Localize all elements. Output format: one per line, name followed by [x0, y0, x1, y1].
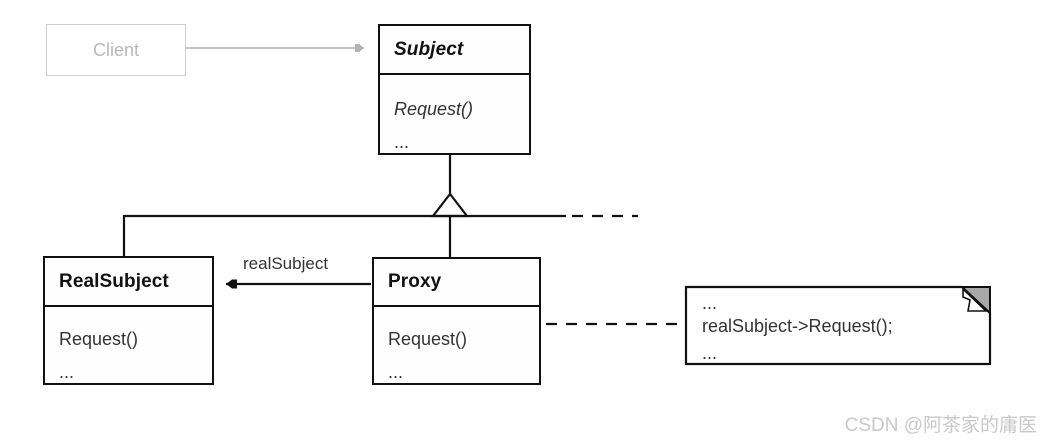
operation-item: ...: [394, 132, 410, 152]
edge-label-realsubject: realSubject: [243, 254, 329, 273]
csdn-watermark: CSDN @阿茶家的庸医: [844, 415, 1037, 436]
class-name-client: Client: [92, 39, 140, 60]
class-operations-compartment-subject: Request() ...: [380, 75, 529, 153]
class-box-realsubject[interactable]: RealSubject Request() ...: [43, 256, 214, 385]
class-name-proxy: Proxy: [388, 271, 442, 292]
operation-item: ...: [388, 362, 404, 382]
edge-generalization-subject-stem: [430, 155, 470, 218]
note-line: ...: [702, 343, 718, 363]
operation-item: Request(): [394, 99, 474, 119]
note-line: realSubject->Request();: [702, 316, 893, 336]
class-box-subject[interactable]: Subject Request() ...: [378, 24, 531, 155]
class-name-subject: Subject: [394, 38, 464, 60]
class-name-realsubject: RealSubject: [59, 270, 169, 292]
operation-item: Request(): [388, 329, 468, 349]
class-box-client[interactable]: Client: [46, 24, 186, 76]
class-name-compartment-subject: Subject: [380, 26, 529, 75]
class-box-proxy[interactable]: Proxy Request() ...: [372, 257, 541, 385]
operation-item: ...: [59, 362, 75, 382]
note-line: ...: [702, 293, 718, 313]
class-operations-compartment-proxy: Request() ...: [374, 307, 539, 383]
generalization-triangle: [430, 192, 470, 218]
operation-item: Request(): [59, 329, 139, 349]
class-name-compartment-proxy: Proxy: [374, 259, 539, 307]
class-operations-compartment-realsubject: Request() ...: [45, 307, 212, 383]
class-name-compartment-realsubject: RealSubject: [45, 258, 212, 307]
